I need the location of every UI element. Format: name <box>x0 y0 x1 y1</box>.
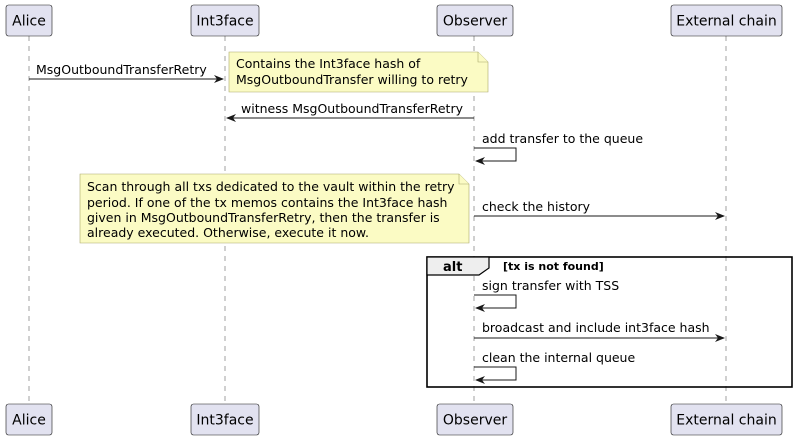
participant-int3face-top: Int3face <box>190 4 260 37</box>
participant-alice-bottom: Alice <box>5 403 53 436</box>
note-line: period. If one of the tx memos contains … <box>87 195 447 210</box>
participant-label: External chain <box>676 14 776 30</box>
note-line: Contains the Int3face hash of <box>236 56 421 71</box>
participant-label: Observer <box>443 14 507 30</box>
participant-external-chain-top: External chain <box>670 4 783 37</box>
message-label-witness-retry: witness MsgOutboundTransferRetry <box>241 101 464 116</box>
participant-external-chain-bottom: External chain <box>670 403 783 436</box>
participant-label: Int3face <box>196 413 253 429</box>
participant-alice-top: Alice <box>5 4 53 37</box>
participant-observer-top: Observer <box>436 4 514 37</box>
note-int3face-hash: Contains the Int3face hash of MsgOutboun… <box>228 51 489 93</box>
participant-label: Alice <box>12 14 46 30</box>
message-label-broadcast: broadcast and include int3face hash <box>482 320 710 335</box>
note-scan-history: Scan through all txs dedicated to the va… <box>79 173 470 244</box>
message-label-sign-transfer: sign transfer with TSS <box>482 278 619 293</box>
alt-keyword: alt <box>443 260 462 275</box>
message-label-outbound-retry: MsgOutboundTransferRetry <box>36 62 207 77</box>
self-message-arrow-sign-transfer <box>474 294 517 312</box>
participant-label: Alice <box>12 413 46 429</box>
note-line: MsgOutboundTransfer willing to retry <box>236 72 469 87</box>
note-line: Scan through all txs dedicated to the va… <box>87 179 455 194</box>
note-line: given in MsgOutboundTransferRetry, then … <box>87 210 440 225</box>
alt-fragment: alt [tx is not found] <box>426 256 793 388</box>
message-label-clean-queue: clean the internal queue <box>482 350 635 365</box>
note-line: already executed. Otherwise, execute it … <box>87 225 369 240</box>
self-message-arrow-clean-queue <box>474 366 517 384</box>
alt-guard: [tx is not found] <box>503 260 604 273</box>
message-label-check-history: check the history <box>482 199 591 214</box>
participant-observer-bottom: Observer <box>436 403 514 436</box>
participant-label: Observer <box>443 413 507 429</box>
self-message-arrow-add-to-queue <box>474 147 517 165</box>
participant-label: External chain <box>676 413 776 429</box>
participant-int3face-bottom: Int3face <box>190 403 260 436</box>
participant-label: Int3face <box>196 14 253 30</box>
message-label-add-to-queue: add transfer to the queue <box>482 131 643 146</box>
